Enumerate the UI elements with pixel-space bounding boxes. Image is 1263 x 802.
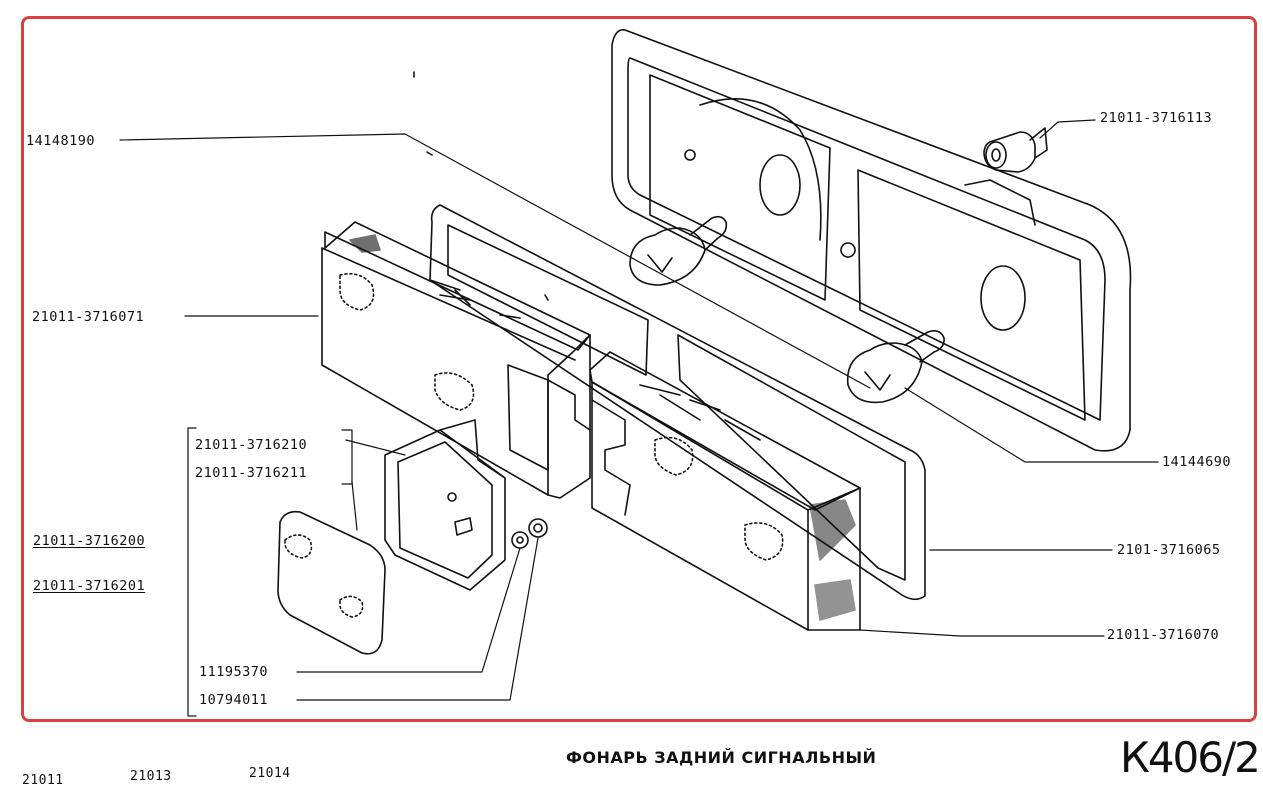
model-21014: 21014: [249, 766, 291, 781]
nut-washer: [511, 518, 548, 549]
part-label-10794011: 10794011: [199, 692, 269, 708]
part-label-2101-3716065: 2101-3716065: [1117, 542, 1221, 558]
bulb-upper: [629, 215, 728, 286]
right-lens: [589, 351, 861, 631]
part-label-21011-3716113: 21011-3716113: [1100, 110, 1213, 126]
part-label-21011-3716211: 21011-3716211: [195, 465, 308, 481]
part-label-21011-3716071: 21011-3716071: [32, 309, 145, 325]
diagram-title: ФОНАРЬ ЗАДНИЙ СИГНАЛЬНЫЙ: [566, 748, 877, 767]
part-label-21011-3716070: 21011-3716070: [1107, 627, 1220, 643]
left-lens: [321, 221, 591, 499]
part-label-11195370: 11195370: [199, 664, 269, 680]
model-21013: 21013: [130, 769, 172, 784]
reflector-holder: [384, 419, 506, 591]
diagram-frame: [21, 16, 1257, 722]
bulb-lower: [846, 330, 945, 404]
part-label-21011-3716210: 21011-3716210: [195, 437, 308, 453]
part-label-14144690: 14144690: [1162, 454, 1232, 470]
gasket: [429, 204, 926, 601]
part-label-21011-3716200: 21011-3716200: [33, 533, 146, 549]
part-label-21011-3716201: 21011-3716201: [33, 578, 146, 594]
reflector-lens: [277, 510, 386, 655]
page-code: К406/2: [1120, 733, 1261, 782]
part-label-14148190: 14148190: [26, 133, 96, 149]
ink-specks: [413, 71, 549, 301]
leader-lines: [119, 119, 1159, 717]
model-21011: 21011: [22, 773, 64, 788]
lamp-housing: [611, 28, 1132, 452]
socket-part: [983, 127, 1048, 173]
